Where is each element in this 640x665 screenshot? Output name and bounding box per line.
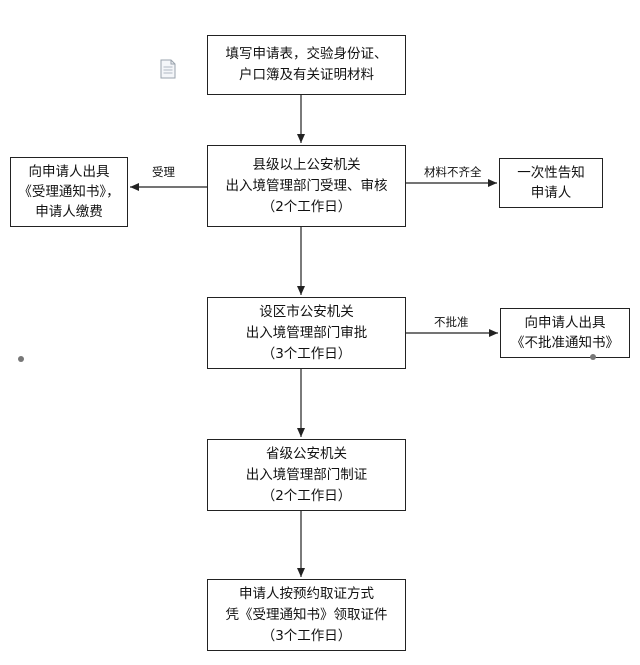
stray-dot-right: [590, 354, 596, 360]
step-city-approval: 设区市公安机关 出入境管理部门审批 （3个工作日）: [207, 297, 406, 369]
step-fill-application: 填写申请表，交验身份证、 户口簿及有关证明材料: [207, 35, 406, 95]
label-not-approved: 不批准: [434, 315, 469, 329]
document-icon: [160, 59, 176, 79]
box-accept-notice: 向申请人出具 《受理通知书》， 申请人缴费: [10, 157, 128, 227]
label-incomplete: 材料不齐全: [424, 165, 482, 179]
box-inform-once: 一次性告知 申请人: [499, 158, 603, 208]
step-county-accept-review: 县级以上公安机关 出入境管理部门受理、审核 （2个工作日）: [207, 145, 406, 227]
label-accept: 受理: [152, 165, 175, 179]
step-collect-certificate: 申请人按预约取证方式 凭《受理通知书》领取证件 （3个工作日）: [207, 579, 406, 651]
box-reject-notice: 向申请人出具 《不批准通知书》: [500, 308, 630, 358]
stray-dot-left: [18, 356, 24, 362]
step-province-issue: 省级公安机关 出入境管理部门制证 （2个工作日）: [207, 439, 406, 511]
